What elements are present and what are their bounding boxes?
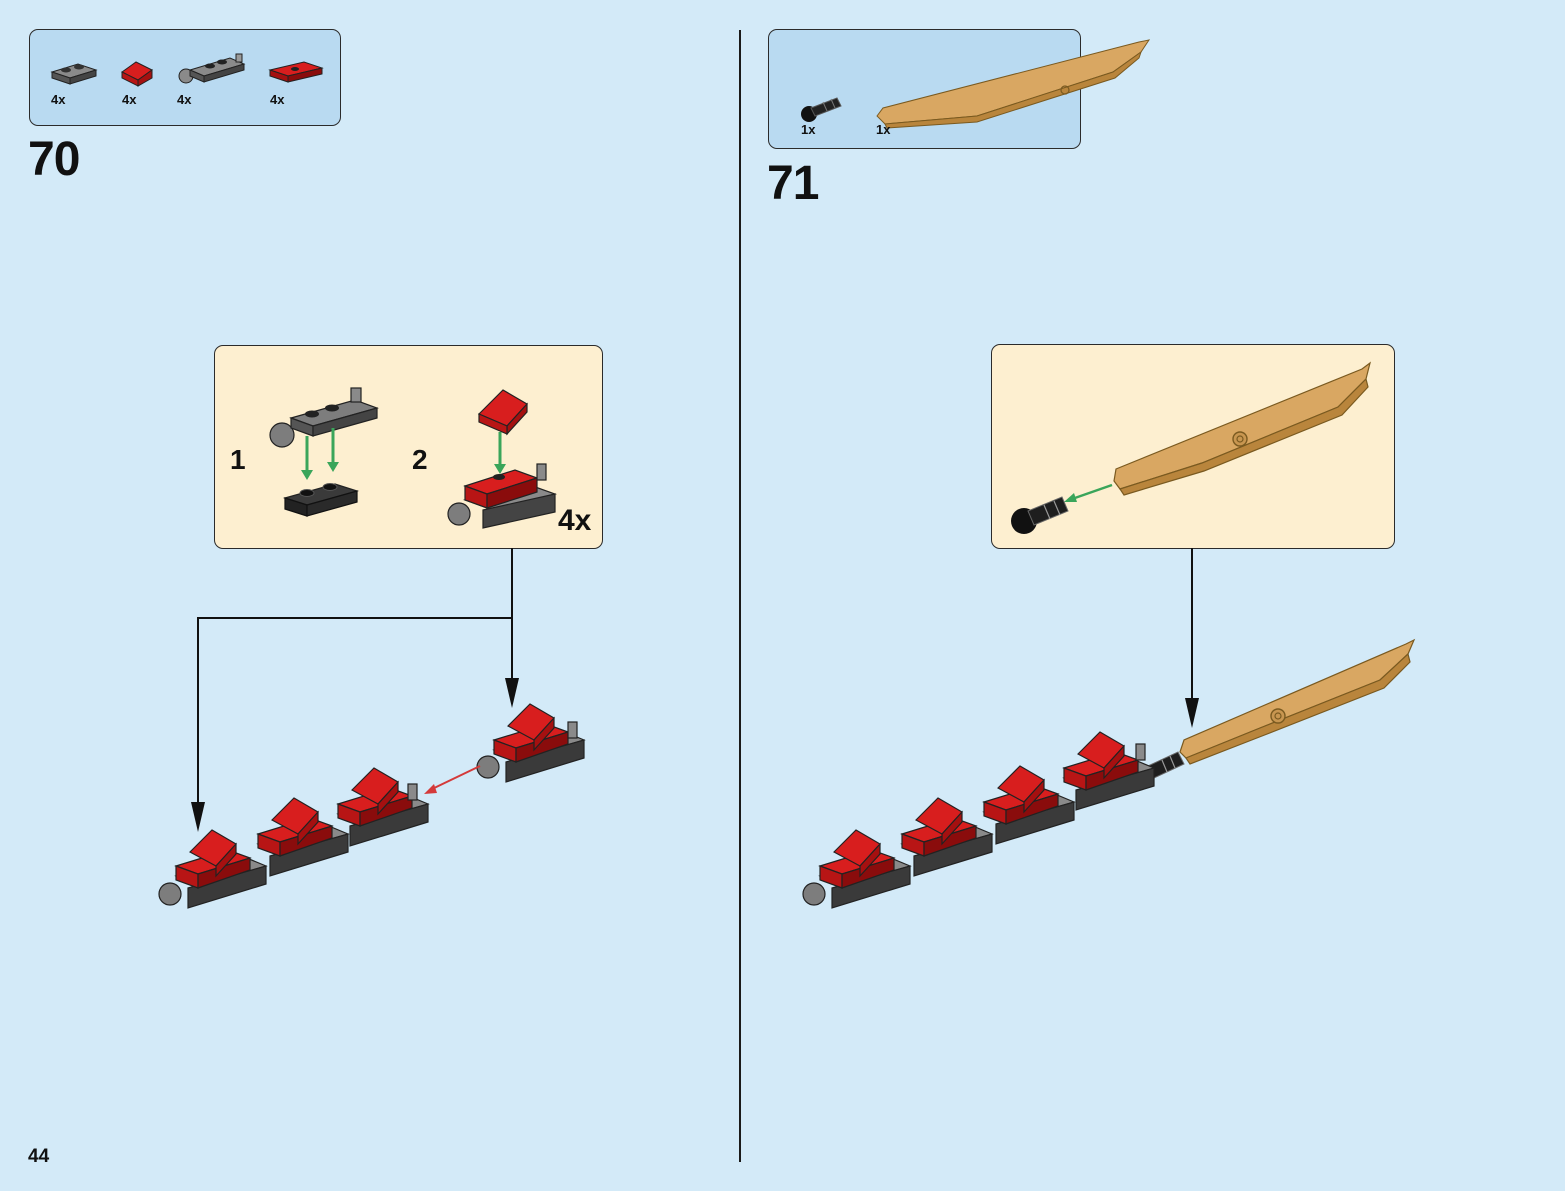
red-slope-icon xyxy=(121,61,153,87)
green-arrow-icon xyxy=(301,428,339,480)
red-module-chain-illustration xyxy=(158,767,430,909)
step-number: 70 xyxy=(28,133,80,186)
red-module-illustration xyxy=(476,703,586,783)
grey-ball-joint-plate-icon xyxy=(178,53,246,84)
gold-blade-illustration xyxy=(1179,638,1416,765)
step-70-parts-list: 4x 4x 4x 4x xyxy=(29,29,341,126)
step-70-parts-icons xyxy=(50,53,324,87)
red-plate-1x2-jumper-icon xyxy=(268,61,324,83)
step-71-parts-icons xyxy=(801,39,1151,129)
black-bar-connector-illustration xyxy=(1011,496,1069,534)
part-qty: 4x xyxy=(51,92,66,107)
blade-connection-illustration xyxy=(1011,361,1371,534)
sub-assembly-multiplier: 4x xyxy=(558,504,592,537)
arrow-head-icon xyxy=(1185,698,1199,728)
sub-step-label: 1 xyxy=(230,444,246,475)
arrow-head-icon xyxy=(505,678,519,708)
part-qty: 1x xyxy=(801,122,816,137)
step-70-assembly xyxy=(158,548,586,909)
step-71-assembly xyxy=(802,548,1416,909)
page-divider xyxy=(739,30,741,1162)
red-slope-illustration xyxy=(477,389,528,436)
arrow-head-icon xyxy=(191,802,205,832)
page-number: 44 xyxy=(28,1146,50,1167)
red-arrow-icon xyxy=(424,765,481,794)
dark-plate-illustration xyxy=(282,483,360,517)
callout-arrow-icon xyxy=(197,548,513,805)
part-qty: 4x xyxy=(270,92,285,107)
step-number: 71 xyxy=(767,157,819,210)
gold-blade-illustration xyxy=(1113,361,1371,496)
sub-step-label: 2 xyxy=(412,444,428,475)
sub-assembly-callout: 1 2 4x xyxy=(214,345,603,549)
black-bar-connector-icon xyxy=(801,97,842,122)
red-module-chain-illustration xyxy=(802,731,1156,909)
part-qty: 4x xyxy=(177,92,192,107)
gold-blade-icon xyxy=(876,39,1151,129)
green-arrow-icon xyxy=(494,432,506,474)
sub-assembly-illustration xyxy=(269,387,558,529)
step-71-parts-list: 1x 1x xyxy=(768,29,1151,149)
green-arrow-icon xyxy=(1064,483,1113,502)
step-71-callout xyxy=(991,344,1395,549)
part-qty: 4x xyxy=(122,92,137,107)
grey-plate-1x2-icon xyxy=(50,63,98,85)
ball-joint-plate-illustration xyxy=(269,387,379,448)
part-qty: 1x xyxy=(876,122,891,137)
red-plate-assembly-illustration xyxy=(447,463,558,529)
